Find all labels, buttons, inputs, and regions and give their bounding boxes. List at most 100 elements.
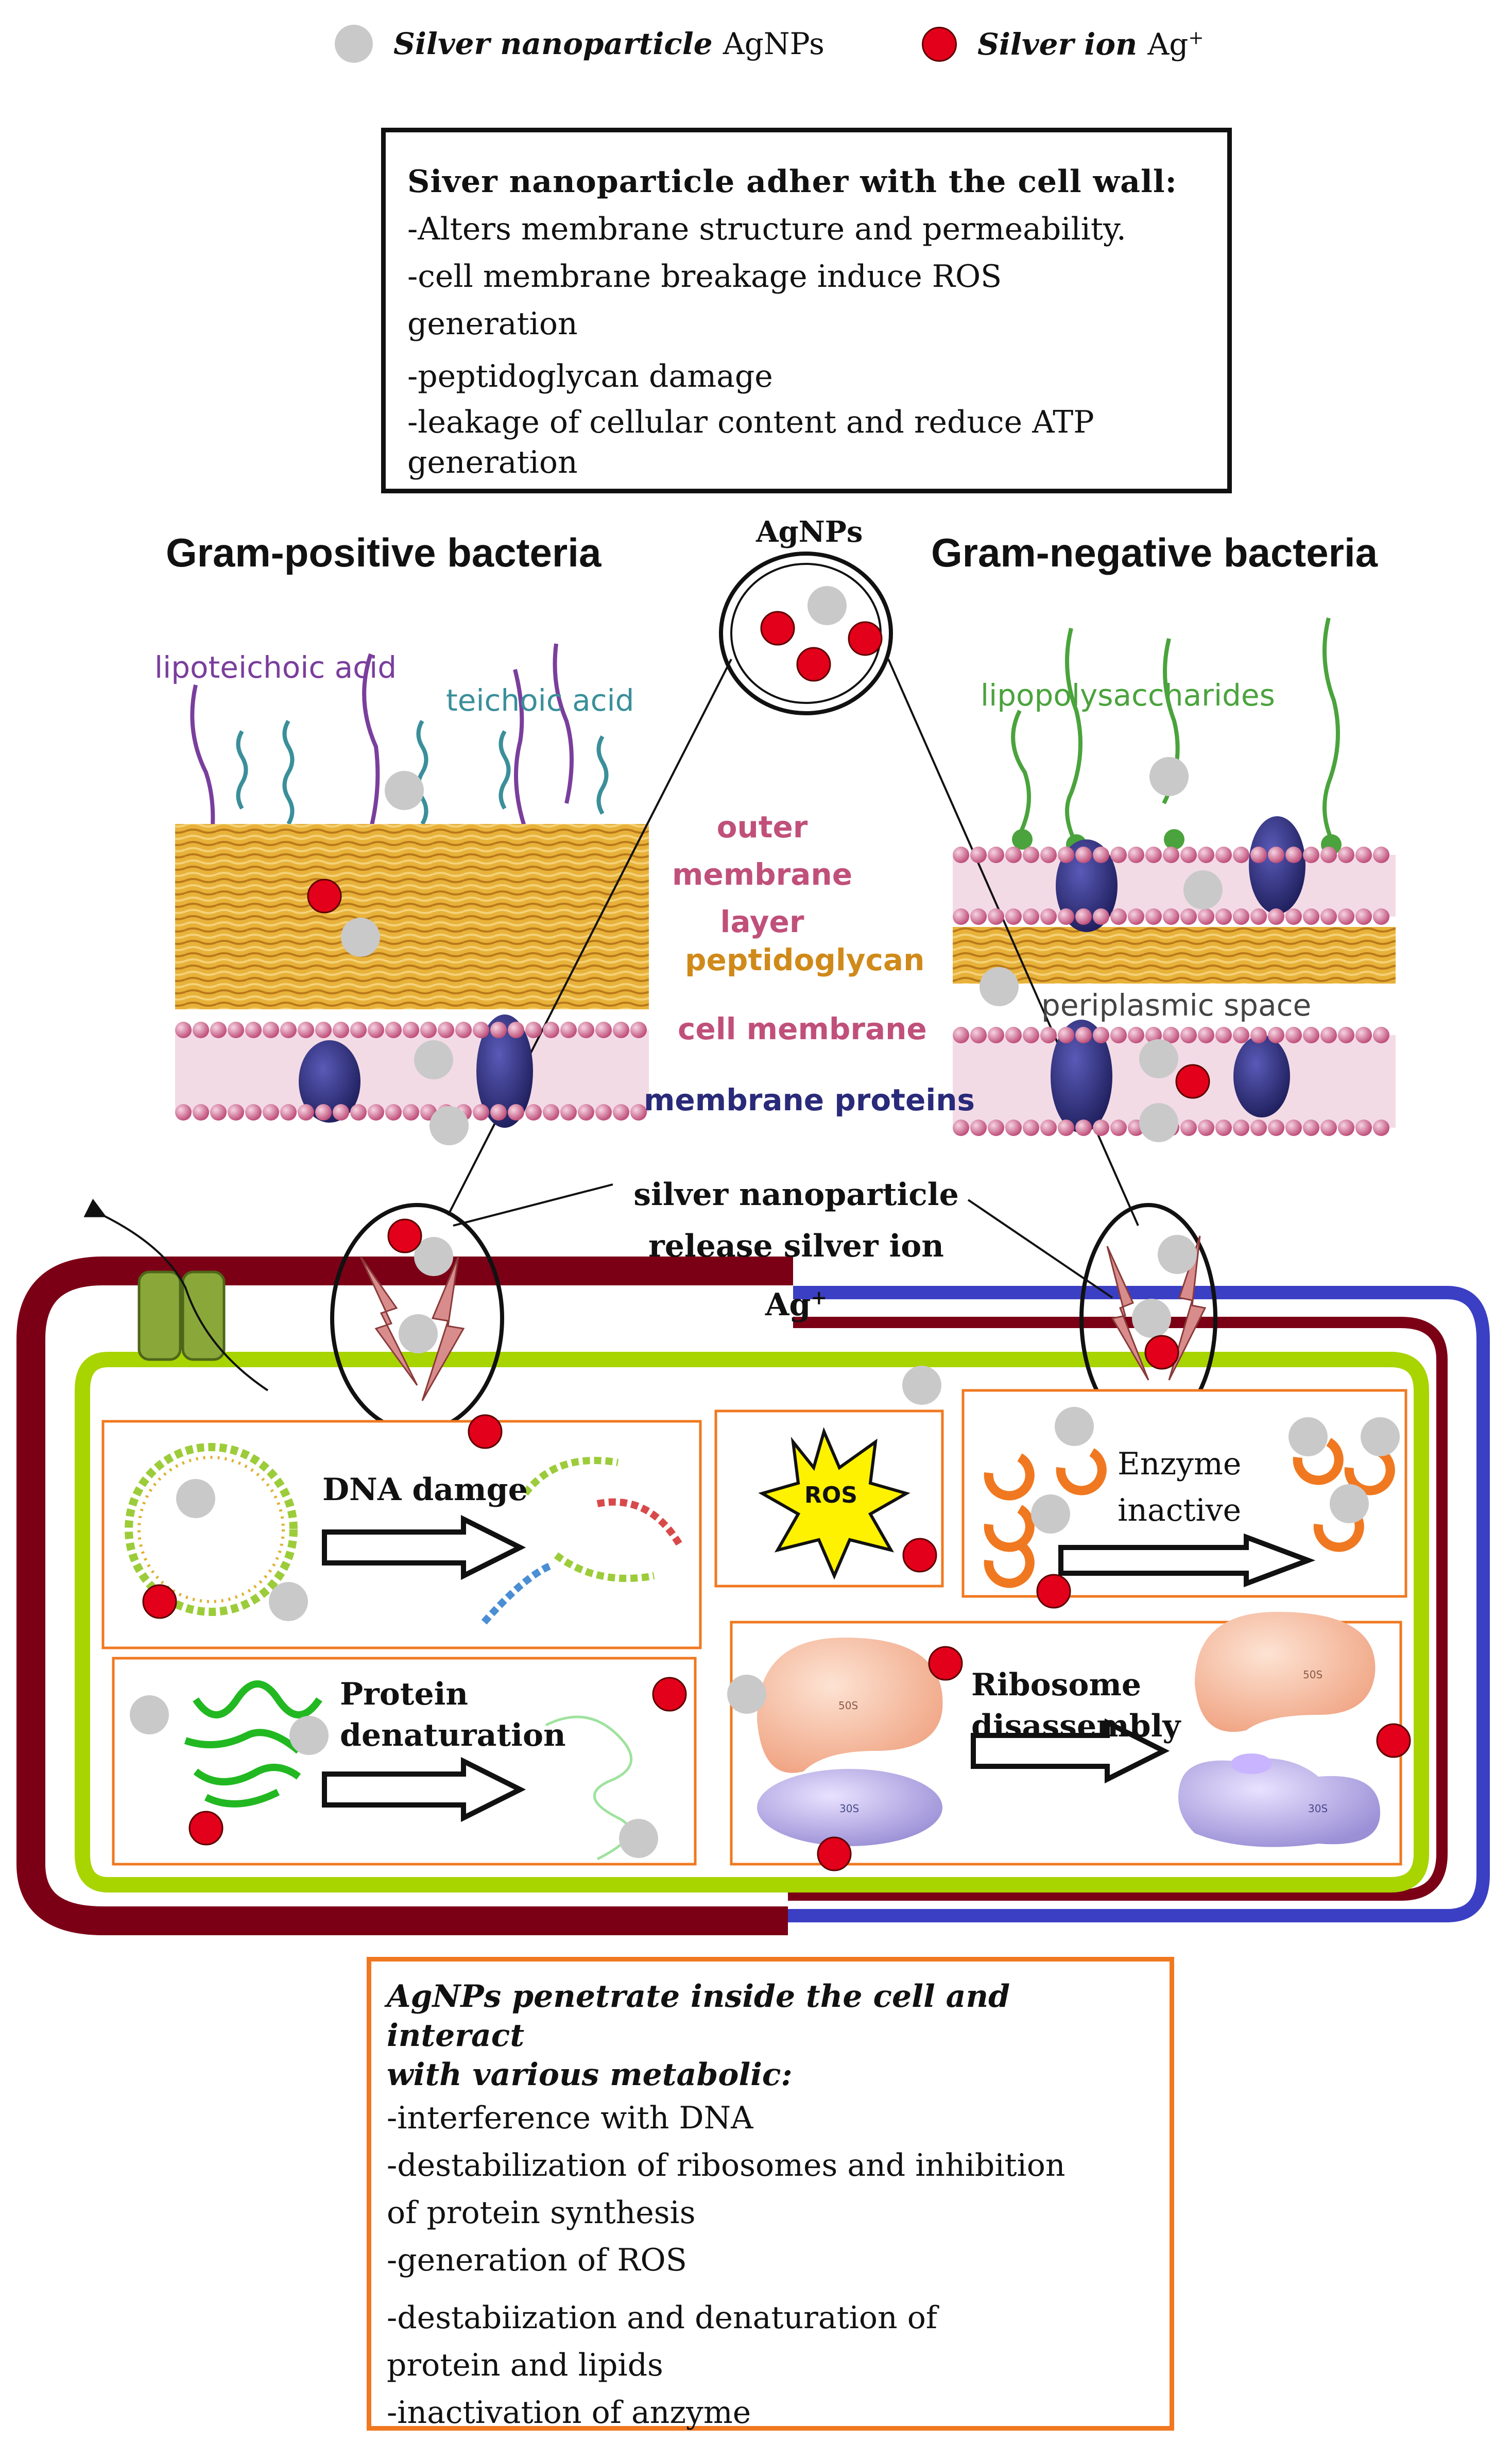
ribosome-50s-label: 50S xyxy=(838,1699,858,1712)
gram-positive-wall-illustration xyxy=(175,643,649,1112)
agnp-particle xyxy=(385,771,424,810)
lipid-head xyxy=(1320,1120,1337,1136)
ros-star-icon xyxy=(758,1427,910,1580)
silver-ion-particle xyxy=(307,879,342,914)
agnp-legend-icon xyxy=(335,25,373,63)
cell-wall-effect-line: generation xyxy=(407,444,578,480)
agnp-particle xyxy=(414,1040,453,1079)
lipid-head xyxy=(1005,1027,1022,1043)
lipid-head xyxy=(1198,908,1214,925)
cell-wall-effects-box: Siver nanoparticle adher with the cell w… xyxy=(381,128,1232,493)
lipid-head xyxy=(1145,847,1162,863)
protein-arrow xyxy=(322,1757,526,1822)
lipid-head xyxy=(1023,1120,1039,1136)
cell-wall-effect-line: -cell membrane breakage induce ROS xyxy=(407,259,1002,295)
gram-negative-heading: Gram-negative bacteria xyxy=(931,530,1378,575)
release-text: silver nanoparticle release silver ion A… xyxy=(616,1169,976,1331)
silver-ion-particle xyxy=(848,621,883,656)
lipid-head xyxy=(1303,1120,1319,1136)
lipid-head xyxy=(1040,1027,1057,1043)
lipid-head xyxy=(1075,908,1092,925)
lipid-head xyxy=(970,847,987,863)
lipid-head xyxy=(263,1022,279,1038)
agnp-particle xyxy=(130,1695,169,1734)
lipid-head xyxy=(403,1022,419,1038)
lipid-head xyxy=(1110,847,1127,863)
agnp-particle xyxy=(429,1106,469,1145)
lipid-head xyxy=(508,1022,524,1038)
lipid-head xyxy=(1163,908,1179,925)
lipid-head xyxy=(1355,1027,1372,1043)
lipid-head xyxy=(1023,908,1039,925)
lipid-head xyxy=(1128,847,1144,863)
intracellular-line: -inactivation of anzyme xyxy=(387,2395,751,2431)
enzyme-label-line1: Enzyme xyxy=(1118,1446,1242,1482)
lipid-head xyxy=(193,1104,209,1121)
lipid-head xyxy=(228,1104,244,1121)
silver-ion-particle xyxy=(1036,1574,1071,1609)
agnp-particle xyxy=(399,1314,438,1353)
agnps-cluster-label: AgNPs xyxy=(756,515,863,549)
lipid-head xyxy=(988,847,1004,863)
lipid-head xyxy=(613,1022,629,1038)
ion-legend-icon xyxy=(922,27,957,62)
peptidoglycan-label: peptidoglycan xyxy=(685,942,925,977)
intracellular-line: -interference with DNA xyxy=(387,2100,753,2136)
lipid-head xyxy=(1373,1120,1389,1136)
lipid-head xyxy=(595,1104,612,1121)
lipid-head xyxy=(1093,1120,1109,1136)
lipid-head xyxy=(193,1022,209,1038)
agnp-particle xyxy=(1288,1417,1328,1456)
lipid-head xyxy=(1145,1027,1162,1043)
lipid-head xyxy=(315,1022,332,1038)
agnp-particle xyxy=(807,586,847,625)
agnp-particle xyxy=(727,1675,766,1714)
lipid-head xyxy=(1180,1027,1197,1043)
lipid-head xyxy=(1303,847,1319,863)
lipid-head xyxy=(245,1022,262,1038)
lipid-head xyxy=(315,1104,332,1121)
lipid-head xyxy=(1373,908,1389,925)
lipid-head xyxy=(350,1022,367,1038)
lipid-head xyxy=(473,1104,489,1121)
ribosome-30s-label-2: 30S xyxy=(1308,1802,1328,1815)
lipid-head xyxy=(438,1022,454,1038)
lipid-head xyxy=(1215,908,1232,925)
lipid-head xyxy=(1023,1027,1039,1043)
lipid-head xyxy=(1005,1120,1022,1136)
cell-wall-effect-line: -leakage of cellular content and reduce … xyxy=(407,404,1094,440)
agnp-particle xyxy=(1149,757,1189,796)
gram-positive-heading: Gram-positive bacteria xyxy=(166,530,602,575)
lipid-head xyxy=(970,1120,987,1136)
silver-ion-particle xyxy=(142,1584,177,1619)
lipid-head xyxy=(970,908,987,925)
agnp-particle xyxy=(176,1479,215,1518)
agnp-particle xyxy=(1361,1417,1400,1456)
agnp-particle xyxy=(902,1366,941,1405)
protein-denaturation-label: Protein denaturation xyxy=(340,1674,566,1756)
lipid-head xyxy=(263,1104,279,1121)
lipid-head xyxy=(1128,908,1144,925)
agnps-cluster-circle xyxy=(719,552,893,715)
lipid-head xyxy=(988,908,1004,925)
agnp-particle xyxy=(619,1819,658,1858)
lipid-head xyxy=(1268,1027,1284,1043)
protein-panel xyxy=(112,1657,697,1866)
lipid-head xyxy=(525,1022,542,1038)
intracellular-title-line2: with various metabolic: xyxy=(387,2057,793,2093)
ribosome-intact-illustration xyxy=(757,1638,943,1846)
lipid-head xyxy=(1250,908,1267,925)
lipid-head xyxy=(1268,847,1284,863)
membrane-proteins-label: membrane proteins xyxy=(644,1082,975,1117)
lipid-head xyxy=(403,1104,419,1121)
lipoteichoic-acid-label: lipoteichoic acid xyxy=(154,650,397,685)
lipid-head xyxy=(1023,847,1039,863)
legend-agnp-text: Silver nanoparticle AgNPs xyxy=(393,26,824,61)
ribosome-label-line2: disassembly xyxy=(971,1708,1181,1744)
lipid-head xyxy=(988,1027,1004,1043)
lipid-head xyxy=(1320,847,1337,863)
agnp-particle xyxy=(1031,1494,1070,1534)
lipid-head xyxy=(953,1120,969,1136)
protein-ribbon-illustration xyxy=(184,1680,322,1808)
lipid-head xyxy=(210,1022,227,1038)
